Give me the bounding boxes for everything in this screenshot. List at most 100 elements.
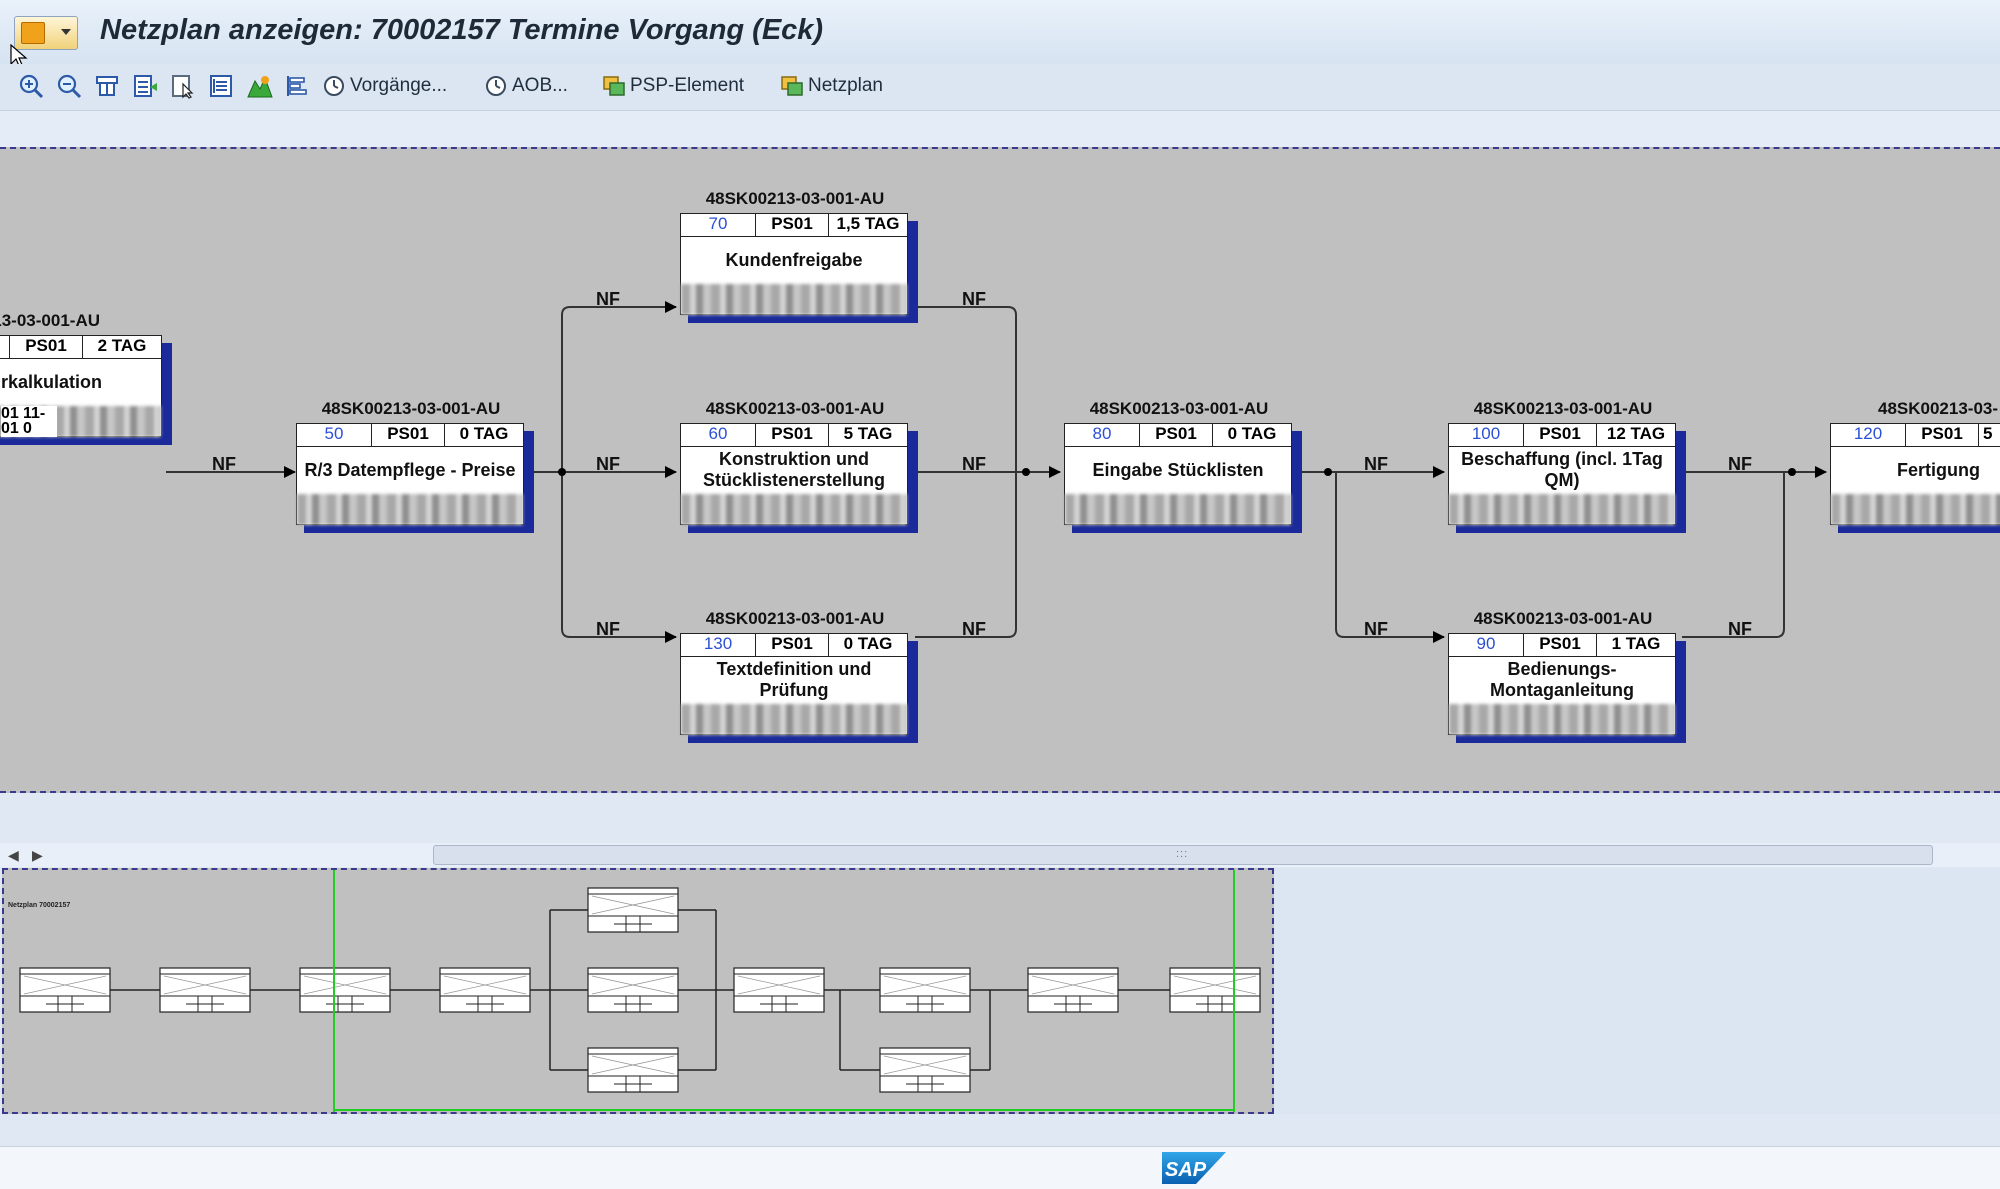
node-plant: PS01 bbox=[1906, 424, 1979, 446]
separator-strip bbox=[0, 111, 2000, 147]
node-duration: 0 TAG bbox=[459, 424, 509, 443]
node-number: 90 bbox=[1449, 634, 1524, 656]
node-name: Kundenfreigabe bbox=[725, 249, 863, 270]
table-icon[interactable] bbox=[132, 72, 158, 100]
title-bar: Netzplan anzeigen: 70002157 Termine Vorg… bbox=[0, 0, 2000, 65]
chart-icon[interactable] bbox=[246, 72, 274, 100]
overview-node bbox=[439, 967, 531, 1013]
node-dates-redacted bbox=[681, 704, 907, 735]
aob-button[interactable]: AOB... bbox=[484, 72, 568, 100]
overview-node bbox=[733, 967, 825, 1013]
overview-node-cross bbox=[1173, 975, 1257, 995]
node-name: Bedienungs-Montaganleitung bbox=[1490, 659, 1634, 700]
node-name: rkalkulation bbox=[1, 371, 103, 392]
overview-node-cross bbox=[23, 975, 107, 995]
overview-node bbox=[587, 967, 679, 1013]
node-number: 100 bbox=[1449, 424, 1524, 446]
network-connections bbox=[166, 301, 1827, 643]
toolbar: Vorgänge... AOB... PSP-Element Netzplan bbox=[0, 64, 2000, 111]
node-plant: PS01 bbox=[756, 424, 829, 446]
scrollbar-thumb[interactable]: ::: bbox=[433, 845, 1933, 865]
node-plant: PS01 bbox=[1524, 634, 1597, 656]
relation-label: NF bbox=[1364, 619, 1388, 639]
window-title: Netzplan anzeigen: 70002157 Termine Vorg… bbox=[100, 14, 824, 46]
node-dates-redacted bbox=[1449, 704, 1675, 735]
network-canvas[interactable]: NF NF NF NF NF NF NF NF NF NF NF SK00213… bbox=[0, 147, 2000, 793]
node-code: 48SK00213-03- bbox=[1878, 399, 1999, 418]
node-dates-redacted bbox=[681, 284, 907, 315]
node-dates-redacted bbox=[1065, 494, 1291, 525]
node-duration: 5 TAG bbox=[843, 424, 893, 443]
vorgaenge-button[interactable]: Vorgänge... bbox=[322, 72, 447, 100]
activity-node[interactable]: SK00213-03-001-AU PS01 2 TAG rkalkulation… bbox=[0, 311, 172, 445]
align-icon[interactable] bbox=[284, 72, 310, 100]
grip-icon: ::: bbox=[1176, 848, 1189, 860]
node-name: Fertigung bbox=[1897, 459, 1980, 480]
node-code: 48SK00213-03-001-AU bbox=[705, 609, 885, 628]
zoom-in-icon[interactable] bbox=[18, 72, 44, 100]
node-duration: 2 TAG bbox=[97, 336, 147, 355]
node-plant: PS01 bbox=[10, 336, 83, 358]
overview-node bbox=[879, 967, 971, 1013]
node-name: Konstruktion und Stücklistenerstellung bbox=[702, 449, 886, 490]
overview-node bbox=[159, 967, 251, 1013]
overview-node-cross bbox=[883, 1055, 967, 1075]
node-code: SK00213-03-001-AU bbox=[0, 311, 100, 330]
overview-node bbox=[19, 967, 111, 1013]
netzplan-button[interactable]: Netzplan bbox=[780, 72, 883, 100]
node-number bbox=[0, 336, 10, 358]
relation-label: NF bbox=[596, 454, 620, 474]
overview-node bbox=[1027, 967, 1119, 1013]
select-icon[interactable] bbox=[170, 72, 196, 100]
node-duration: 1,5 TAG bbox=[836, 214, 900, 233]
overview-node-cross bbox=[1031, 975, 1115, 995]
overview-panel[interactable]: Netzplan 70002157 bbox=[2, 868, 1274, 1114]
aob-label: AOB... bbox=[512, 75, 568, 96]
relation-label: NF bbox=[962, 619, 986, 639]
node-name: Beschaffung (incl. 1Tag QM) bbox=[1461, 449, 1663, 490]
overview-title: Netzplan 70002157 bbox=[8, 902, 71, 909]
node-number: 130 bbox=[681, 634, 756, 656]
node-dates-redacted bbox=[1449, 494, 1675, 525]
horizontal-scrollbar[interactable]: ◀ ▶ ::: bbox=[0, 843, 2000, 867]
menu-icon[interactable] bbox=[14, 16, 78, 50]
node-plant: PS01 bbox=[1140, 424, 1213, 446]
node-duration: 5 bbox=[1983, 424, 1993, 443]
node-code: 48SK00213-03-001-AU bbox=[1089, 399, 1269, 418]
node-code: 48SK00213-03-001-AU bbox=[1473, 609, 1653, 628]
node-plant: PS01 bbox=[756, 214, 829, 236]
list-icon[interactable] bbox=[208, 72, 234, 100]
node-name: R/3 Datempflege - Preise bbox=[304, 459, 516, 480]
scroll-left-icon[interactable]: ◀ bbox=[8, 847, 19, 863]
zoom-out-icon[interactable] bbox=[56, 72, 82, 100]
node-plant: PS01 bbox=[1524, 424, 1597, 446]
node-dates-redacted bbox=[681, 494, 907, 525]
psp-element-button[interactable]: PSP-Element bbox=[602, 72, 744, 100]
print-icon[interactable] bbox=[94, 72, 120, 100]
psp-icon bbox=[603, 76, 625, 96]
node-number: 120 bbox=[1831, 424, 1906, 446]
overview-node-cross bbox=[591, 1055, 675, 1075]
overview-background bbox=[1274, 868, 2000, 1114]
overview-node bbox=[879, 1047, 971, 1093]
node-name: Textdefinition und Prüfung bbox=[716, 659, 872, 700]
clock-icon bbox=[324, 76, 344, 96]
node-plant: PS01 bbox=[372, 424, 445, 446]
node-number: 70 bbox=[681, 214, 756, 236]
node-number: 60 bbox=[681, 424, 756, 446]
scroll-right-icon[interactable]: ▶ bbox=[32, 847, 43, 863]
relation-label: NF bbox=[1364, 454, 1388, 474]
node-plant: PS01 bbox=[756, 634, 829, 656]
relation-label: NF bbox=[962, 289, 986, 309]
sap-logo: SAP bbox=[1162, 1152, 1226, 1189]
node-number: 50 bbox=[297, 424, 372, 446]
